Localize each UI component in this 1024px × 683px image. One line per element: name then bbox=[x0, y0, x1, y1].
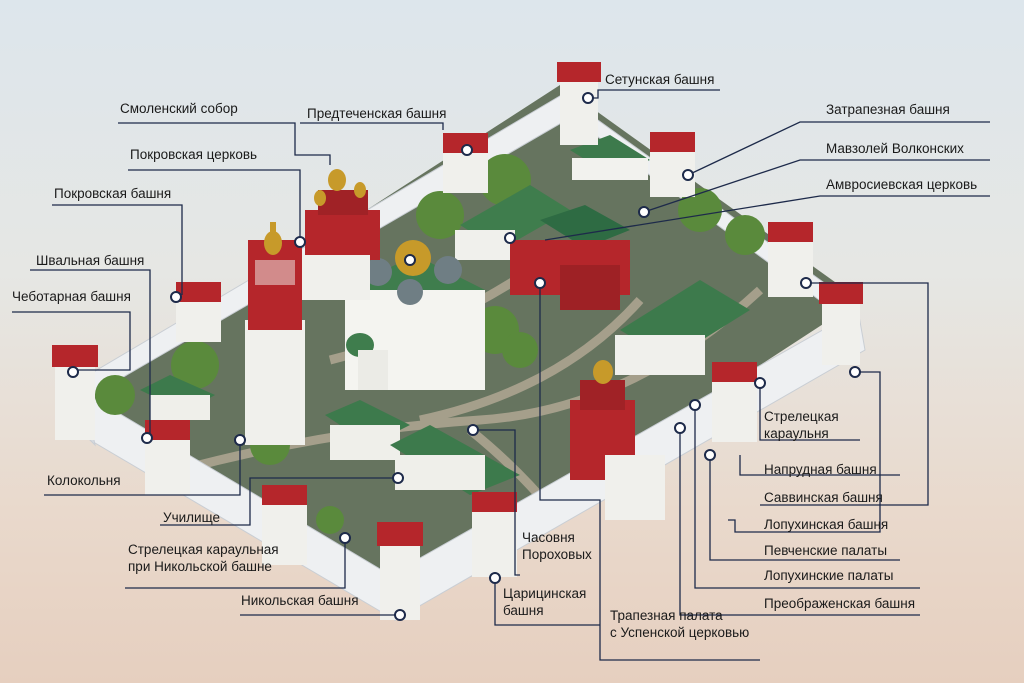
label-streletskaya-karaulnya-line1: Стрелецкая bbox=[764, 409, 839, 424]
label-tsaritsynskaya-line1: Царицинская bbox=[503, 586, 587, 601]
label-trapeznaya-line2: с Успенской церковью bbox=[610, 625, 750, 640]
label-naprudnaya-tower: Напрудная башня bbox=[764, 462, 877, 477]
label-chapel-line2: Пороховых bbox=[522, 547, 592, 562]
label-streletskaya-nikolskaya-line1: Стрелецкая караульная bbox=[128, 542, 279, 557]
label-ambrosievskaya-church: Амвросиевская церковь bbox=[826, 177, 978, 192]
label-pokrovskaya-church: Покровская церковь bbox=[130, 147, 258, 162]
label-chapel-line1: Часовня bbox=[522, 530, 575, 545]
label-tsaritsynskaya-line2: башня bbox=[503, 603, 544, 618]
label-chebotarnaya-tower: Чеботарная башня bbox=[12, 289, 131, 304]
pokrovskaya-church bbox=[300, 169, 380, 300]
path-network bbox=[178, 246, 764, 523]
callout-lines bbox=[12, 89, 990, 661]
smolensky-cathedral bbox=[345, 240, 485, 390]
label-preobrazhenskaya-tower: Преображенская башня bbox=[764, 596, 916, 611]
label-streletskaya-karaulnya-line2: караульня bbox=[764, 426, 829, 441]
label-volkonsky-mausoleum: Мавзолей Волконских bbox=[826, 141, 964, 156]
label-setunskaya-tower: Сетунская башня bbox=[605, 72, 715, 87]
label-zatrapeznaya-tower: Затрапезная башня bbox=[826, 102, 950, 117]
label-pokrovskaya-tower: Покровская башня bbox=[54, 186, 172, 201]
label-predtechenskaya-tower: Предтеченская башня bbox=[307, 106, 447, 121]
label-nikolskaya-tower: Никольская башня bbox=[241, 593, 359, 608]
label-lopukhinskaya-tower: Лопухинская башня bbox=[764, 517, 889, 532]
label-streletskaya-nikolskaya-line2: при Никольской башне bbox=[128, 559, 272, 574]
label-pevcheskie-palaty: Певченские палаты bbox=[764, 543, 888, 558]
label-lopukhinskie-palaty: Лопухинские палаты bbox=[764, 568, 894, 583]
label-bell-tower: Колокольня bbox=[47, 473, 121, 488]
label-savvinskaya-tower: Саввинская башня bbox=[764, 490, 883, 505]
label-uchilishche: Училище bbox=[163, 510, 221, 525]
label-shvalnaya-tower: Швальная башня bbox=[36, 253, 145, 268]
buildings bbox=[140, 135, 750, 495]
callout-dots bbox=[67, 92, 861, 621]
label-trapeznaya-line1: Трапезная палата bbox=[610, 608, 723, 623]
towers bbox=[52, 62, 863, 620]
label-smolensky-cathedral: Смоленский собор bbox=[120, 101, 238, 116]
bell-tower bbox=[245, 222, 305, 445]
preobrazhenskaya-church bbox=[570, 360, 665, 520]
